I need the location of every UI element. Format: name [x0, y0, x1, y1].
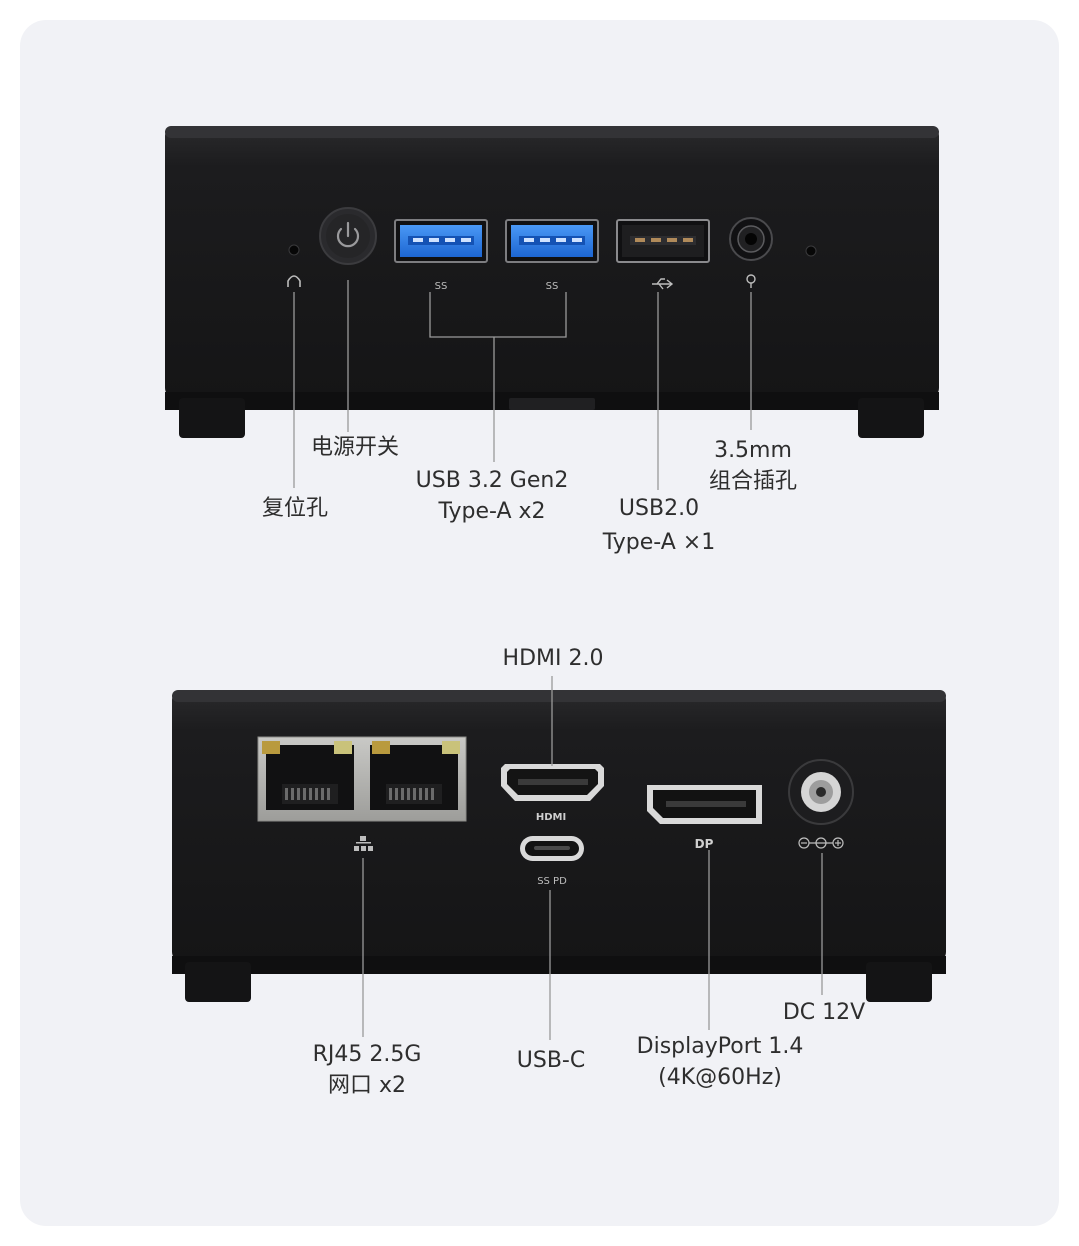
network-icon	[354, 836, 373, 851]
headset-icon	[746, 274, 756, 288]
label-usb20: USB2.0 Type-A ×1	[602, 496, 716, 555]
usbc-port	[520, 836, 584, 861]
back-foot-left	[185, 962, 251, 1002]
front-foot-right	[858, 398, 924, 438]
back-leader-lines	[362, 676, 823, 1040]
back-chassis	[172, 690, 946, 962]
usb32-port-b	[505, 219, 599, 263]
indicator-led	[805, 245, 817, 257]
label-audio: 3.5mm 组合插孔	[708, 438, 798, 494]
label-usb32: USB 3.2 Gen2 Type-A x2	[415, 468, 569, 524]
label-dc: DC 12V	[782, 1000, 866, 1025]
dc-jack	[788, 759, 854, 825]
usb-trident-icon	[652, 278, 674, 290]
reset-symbol-icon	[287, 275, 301, 287]
front-leader-lines	[293, 280, 752, 490]
hdmi-logo: HDMI	[536, 812, 566, 823]
label-hdmi: HDMI 2.0	[502, 646, 604, 671]
label-power: 电源开关	[310, 435, 400, 460]
back-foot-right	[866, 962, 932, 1002]
displayport-port	[647, 785, 762, 824]
label-displayport: DisplayPort 1.4 (4K@60Hz)	[636, 1034, 804, 1090]
label-usbc: USB-C	[516, 1048, 586, 1073]
back-device: HDMI SS PD DP	[172, 690, 946, 1002]
front-foot-left	[179, 398, 245, 438]
front-device: SS SS	[165, 126, 939, 438]
reset-hole	[288, 244, 300, 256]
rj45-ports	[257, 736, 467, 822]
power-icon	[336, 227, 360, 248]
label-rj45: RJ45 2.5G 网口 x2	[312, 1042, 422, 1098]
dc-polarity-icon	[798, 837, 844, 849]
usb20-port	[616, 219, 710, 263]
usb32-ss-icon-b: SS	[546, 281, 559, 292]
hdmi-port	[501, 764, 604, 801]
label-reset: 复位孔	[261, 496, 329, 521]
dp-logo: DP	[695, 837, 714, 851]
usb32-port-a	[394, 219, 488, 263]
usb32-ss-icon-a: SS	[435, 281, 448, 292]
audio-jack	[729, 217, 773, 261]
usbc-ss-pd-display-icon: SS PD	[537, 876, 567, 887]
